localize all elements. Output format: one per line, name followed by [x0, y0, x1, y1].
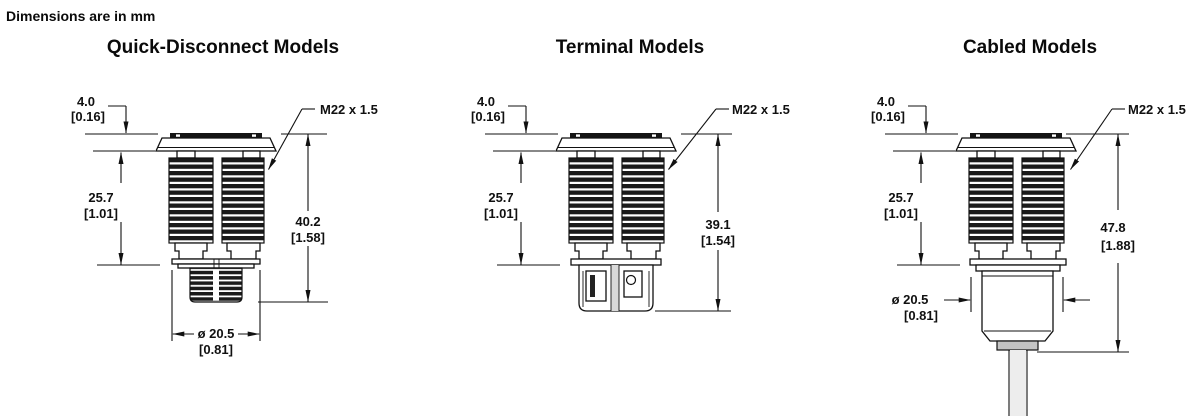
dim-thread-length-mm: 25.7 [88, 190, 113, 205]
quick-disconnect-connector [171, 258, 261, 303]
title-cabled-models: Cabled Models [962, 37, 1098, 58]
threaded-barrel [168, 157, 265, 260]
units-note: Dimensions are in mm [6, 8, 156, 24]
dimension-lines [85, 105, 328, 341]
button-head [154, 133, 278, 159]
dim-overall-in: [1.58] [291, 230, 325, 245]
threaded-barrel [568, 157, 665, 260]
dim-head-height-mm: 4.0 [477, 94, 495, 109]
dim-overall-mm: 39.1 [705, 217, 730, 232]
dim-diameter-mm: ø 20.5 [198, 326, 235, 341]
dim-diameter-mm: ø 20.5 [892, 292, 929, 307]
dim-diameter-in: [0.81] [199, 342, 233, 357]
dimension-lines [885, 105, 1129, 353]
dim-head-height-in: [0.16] [71, 109, 105, 124]
dim-thread-length-mm: 25.7 [888, 190, 913, 205]
threaded-barrel [968, 157, 1065, 260]
dim-head-height-mm: 4.0 [877, 94, 895, 109]
dim-diameter-in: [0.81] [904, 308, 938, 323]
cable-boot [969, 258, 1067, 416]
dim-thread-length-in: [1.01] [84, 206, 118, 221]
dimension-lines [485, 105, 732, 312]
button-head [954, 133, 1078, 159]
title-terminal-models: Terminal Models [555, 37, 705, 58]
terminal-housing [570, 258, 662, 312]
dim-head-height-mm: 4.0 [77, 94, 95, 109]
dim-thread-spec: M22 x 1.5 [320, 102, 378, 117]
button-head [554, 133, 678, 159]
dimension-labels: 4.0 [0.16] 25.7 [1.01] M22 x 1.5 47.8 [1… [871, 94, 1186, 323]
drawing-cabled: 4.0 [0.16] 25.7 [1.01] M22 x 1.5 47.8 [1… [871, 94, 1186, 416]
title-quick-disconnect-models: Quick-Disconnect Models [106, 37, 340, 58]
dim-overall-mm: 47.8 [1100, 220, 1125, 235]
dim-head-height-in: [0.16] [871, 109, 905, 124]
dim-overall-in: [1.54] [701, 233, 735, 248]
dim-thread-spec: M22 x 1.5 [1128, 102, 1186, 117]
dim-head-height-in: [0.16] [471, 109, 505, 124]
dim-overall-in: [1.88] [1101, 238, 1135, 253]
drawing-quick-disconnect: 4.0 [0.16] 25.7 [1.01] M22 x 1.5 40.2 [1… [71, 94, 378, 357]
dim-thread-length-in: [1.01] [884, 206, 918, 221]
dimension-labels: 4.0 [0.16] 25.7 [1.01] M22 x 1.5 40.2 [1… [71, 94, 378, 357]
dim-thread-length-mm: 25.7 [488, 190, 513, 205]
dim-thread-spec: M22 x 1.5 [732, 102, 790, 117]
drawing-terminal: 4.0 [0.16] 25.7 [1.01] M22 x 1.5 39.1 [1… [471, 94, 790, 312]
dimension-labels: 4.0 [0.16] 25.7 [1.01] M22 x 1.5 39.1 [1… [471, 94, 790, 248]
dim-overall-mm: 40.2 [295, 214, 320, 229]
dim-thread-length-in: [1.01] [484, 206, 518, 221]
